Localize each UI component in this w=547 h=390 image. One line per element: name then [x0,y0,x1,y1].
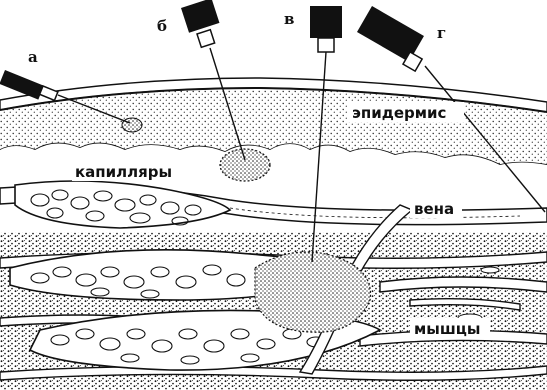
needle-letter-d: г [437,24,446,42]
label-epidermis: эпидермис [352,104,446,122]
deposit-intradermal [122,118,142,132]
needle-letter-c: в [284,10,294,28]
label-capillaries: капилляры [75,163,172,181]
label-vein: вена [414,200,454,218]
needle-letter-a: а [28,48,38,66]
deposit-subcutaneous [220,149,270,181]
label-muscles: мышцы [414,320,480,338]
needle-letter-b: б [157,17,167,35]
